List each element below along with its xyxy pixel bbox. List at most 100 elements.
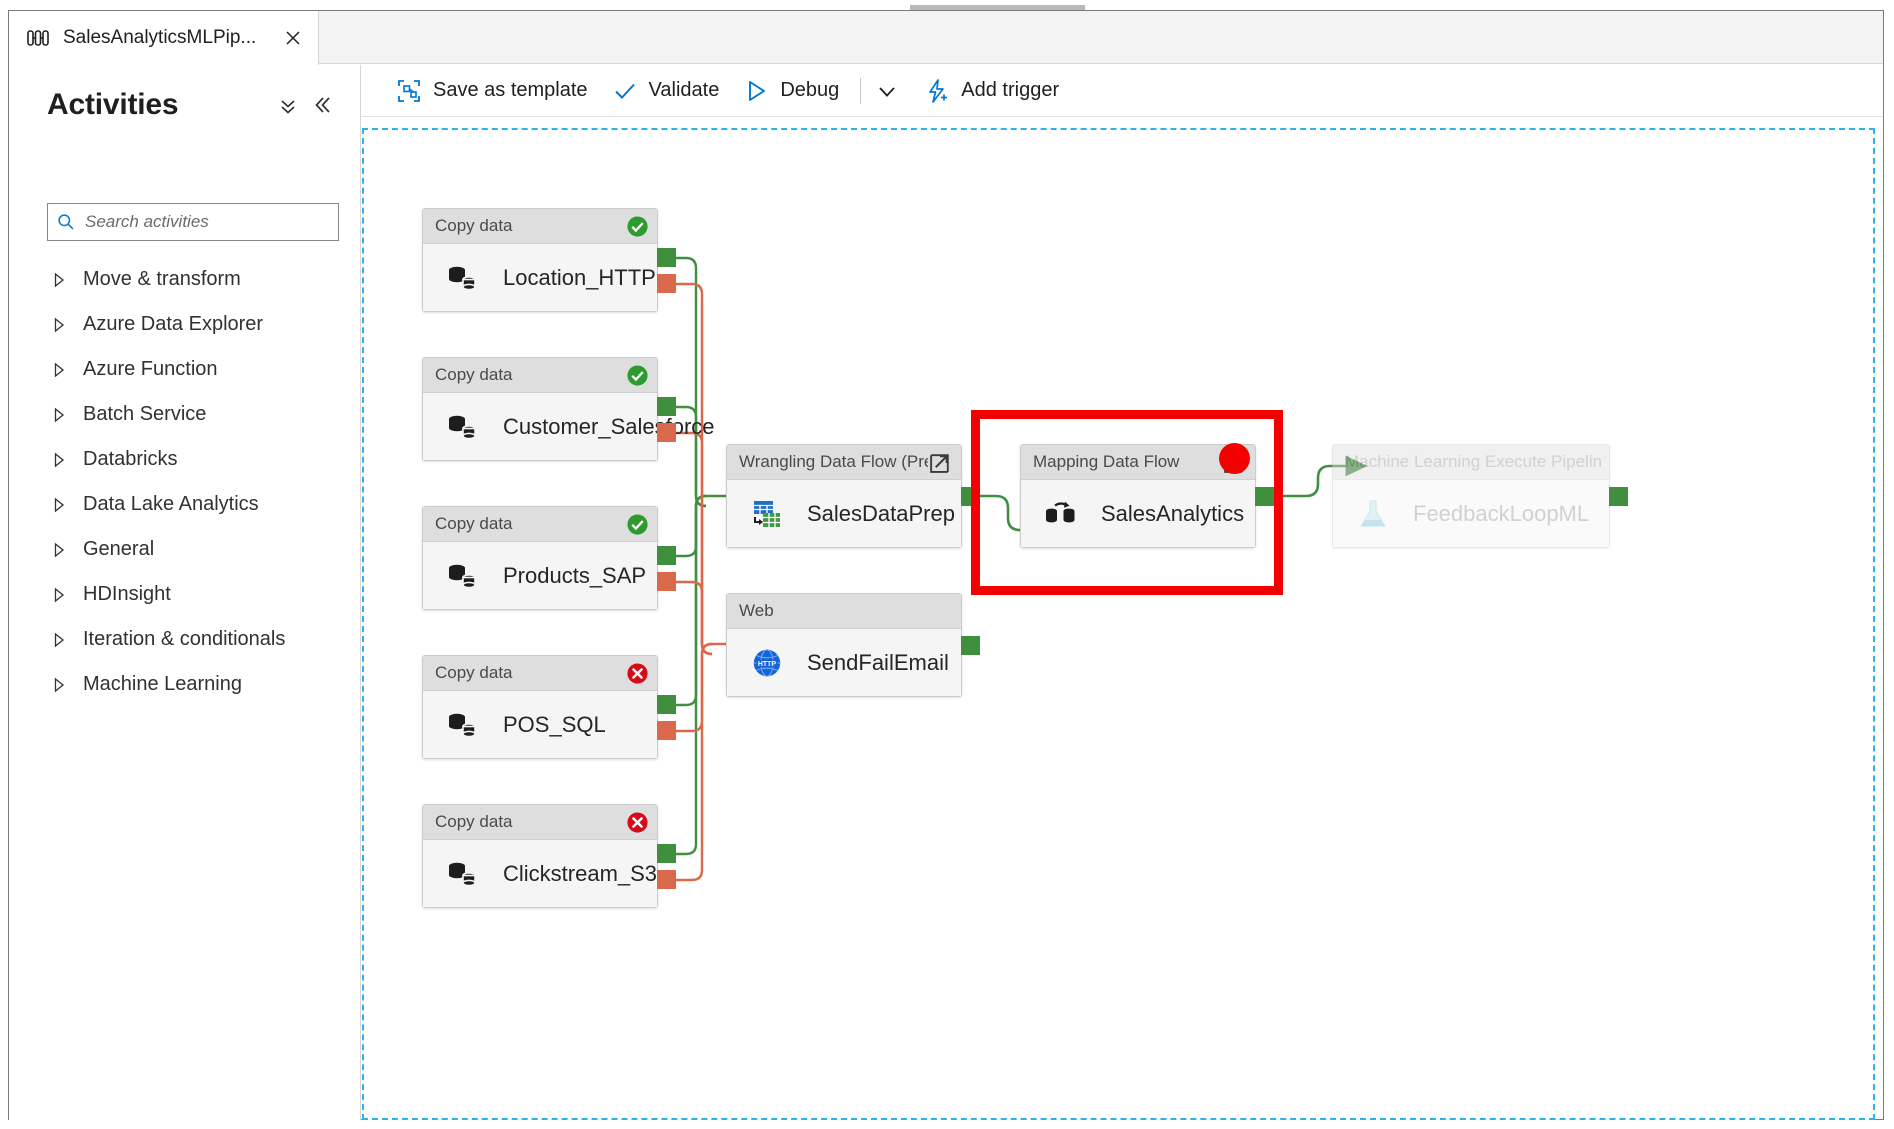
sidebar-header: Activities bbox=[9, 79, 361, 131]
copy-data-icon bbox=[445, 856, 481, 892]
save-as-template-label: Save as template bbox=[433, 79, 588, 101]
sidebar-item-iteration-conditionals[interactable]: Iteration & conditionals bbox=[9, 617, 361, 662]
search-input[interactable] bbox=[83, 211, 330, 233]
pipeline-canvas[interactable]: Copy data bbox=[362, 128, 1875, 1120]
node-type-label: Machine Learning Execute Pipeline bbox=[1345, 452, 1601, 471]
sidebar-item-hdinsight[interactable]: HDInsight bbox=[9, 572, 361, 617]
node-header: Copy data bbox=[423, 805, 657, 840]
validate-button[interactable]: Validate bbox=[600, 71, 732, 111]
sidebar-item-azure-function[interactable]: Azure Function bbox=[9, 347, 361, 392]
check-circle-icon bbox=[626, 364, 649, 387]
tab-sales-analytics-ml-pipeline[interactable]: SalesAnalyticsMLPip... bbox=[9, 11, 319, 65]
ml-flask-icon bbox=[1355, 496, 1391, 532]
activity-node-customer-salesforce[interactable]: Copy data bbox=[422, 357, 715, 461]
activity-node-products-sap[interactable]: Copy data bbox=[422, 506, 658, 610]
activity-node-feedbackloopml[interactable]: Machine Learning Execute Pipeline Feedba… bbox=[1332, 444, 1610, 548]
play-triangle-icon bbox=[743, 78, 769, 104]
copy-data-icon bbox=[445, 707, 481, 743]
tab-bar bbox=[9, 11, 1883, 64]
success-output-port[interactable] bbox=[961, 636, 980, 655]
failure-output-port[interactable] bbox=[657, 274, 676, 293]
search-activities-box[interactable] bbox=[47, 203, 339, 241]
sidebar-item-databricks[interactable]: Databricks bbox=[9, 437, 361, 482]
save-as-template-button[interactable]: Save as template bbox=[384, 71, 600, 111]
node-type-label: Copy data bbox=[435, 514, 513, 533]
success-output-port[interactable] bbox=[657, 397, 676, 416]
copy-data-icon bbox=[445, 409, 481, 445]
failure-output-port[interactable] bbox=[657, 721, 676, 740]
node-body: HTTP SendFailEmail bbox=[727, 629, 961, 696]
chevron-right-icon bbox=[51, 272, 67, 288]
activity-node-location-http[interactable]: Copy data bbox=[422, 208, 658, 312]
activity-node-pos-sql[interactable]: Copy data bbox=[422, 655, 658, 759]
sidebar-item-machine-learning[interactable]: Machine Learning bbox=[9, 662, 361, 707]
lightning-plus-icon bbox=[924, 78, 950, 104]
chevron-right-icon bbox=[51, 317, 67, 333]
sidebar-item-general[interactable]: General bbox=[9, 527, 361, 572]
sidebar-item-label: Databricks bbox=[83, 448, 178, 470]
failure-output-port[interactable] bbox=[657, 572, 676, 591]
chevron-right-icon bbox=[51, 677, 67, 693]
sidebar-item-move-transform[interactable]: Move & transform bbox=[9, 257, 361, 302]
sidebar-item-label: General bbox=[83, 538, 155, 560]
chevron-double-left-icon[interactable] bbox=[305, 88, 339, 122]
node-type-label: Wrangling Data Flow (Preview) bbox=[739, 452, 928, 471]
node-header: Wrangling Data Flow (Preview) bbox=[727, 445, 961, 480]
wrangling-data-flow-icon bbox=[749, 496, 785, 532]
success-output-port[interactable] bbox=[1609, 487, 1628, 506]
activities-category-list: Move & transform Azure Data Explorer Azu… bbox=[9, 257, 361, 707]
failure-output-port[interactable] bbox=[657, 423, 676, 442]
chevron-right-icon bbox=[51, 587, 67, 603]
add-trigger-button[interactable]: Add trigger bbox=[912, 71, 1071, 111]
save-template-icon bbox=[396, 78, 422, 104]
sidebar-item-batch-service[interactable]: Batch Service bbox=[9, 392, 361, 437]
sidebar-item-azure-data-explorer[interactable]: Azure Data Explorer bbox=[9, 302, 361, 347]
success-output-port[interactable] bbox=[657, 695, 676, 714]
close-icon[interactable] bbox=[280, 25, 306, 51]
debug-button[interactable]: Debug bbox=[731, 71, 851, 111]
chevron-double-down-icon[interactable] bbox=[271, 88, 305, 122]
success-output-port[interactable] bbox=[657, 546, 676, 565]
node-body: Clickstream_S3 bbox=[423, 840, 657, 907]
activity-node-salesdataprep[interactable]: Wrangling Data Flow (Preview) bbox=[726, 444, 962, 548]
failure-output-port[interactable] bbox=[657, 870, 676, 889]
svg-text:HTTP: HTTP bbox=[758, 661, 777, 668]
sidebar-item-label: Azure Function bbox=[83, 358, 218, 380]
activity-node-clickstream-s3[interactable]: Copy data bbox=[422, 804, 658, 908]
success-output-port[interactable] bbox=[961, 487, 980, 506]
open-new-window-icon[interactable] bbox=[928, 450, 953, 475]
activities-sidebar: Activities bbox=[9, 65, 361, 1120]
node-header: Copy data bbox=[423, 358, 657, 393]
node-name-label: POS_SQL bbox=[503, 711, 606, 737]
chevron-right-icon bbox=[51, 362, 67, 378]
node-type-label: Mapping Data Flow bbox=[1033, 452, 1180, 471]
pipeline-icon bbox=[27, 28, 51, 48]
chevron-right-icon bbox=[51, 452, 67, 468]
sidebar-item-label: HDInsight bbox=[83, 583, 171, 605]
validate-label: Validate bbox=[648, 79, 720, 101]
node-body: Customer_Salesforce bbox=[423, 393, 715, 460]
success-output-port[interactable] bbox=[657, 844, 676, 863]
mapping-data-flow-icon bbox=[1043, 496, 1079, 532]
node-body: POS_SQL bbox=[423, 691, 657, 758]
checkmark-icon bbox=[612, 78, 638, 104]
success-output-port[interactable] bbox=[1255, 487, 1274, 506]
chevron-down-icon[interactable] bbox=[870, 74, 904, 108]
pipeline-toolbar: Save as template Validate Debug bbox=[362, 65, 1883, 117]
tab-label: SalesAnalyticsMLPip... bbox=[63, 27, 257, 48]
status-indicator-dot bbox=[1219, 443, 1250, 474]
window-drag-nub bbox=[910, 5, 1085, 10]
node-name-label: SalesAnalytics bbox=[1101, 500, 1245, 526]
node-name-label: FeedbackLoopML bbox=[1413, 500, 1590, 526]
node-header: Copy data bbox=[423, 507, 657, 542]
node-type-label: Copy data bbox=[435, 216, 513, 235]
node-header: Copy data bbox=[423, 209, 657, 244]
node-header: Machine Learning Execute Pipeline bbox=[1333, 445, 1609, 480]
error-circle-icon bbox=[626, 811, 649, 834]
activity-node-sendfailemail[interactable]: Web HTTP SendFailEma bbox=[726, 593, 962, 697]
node-body: FeedbackLoopML bbox=[1333, 480, 1609, 547]
sidebar-item-label: Move & transform bbox=[83, 268, 241, 290]
sidebar-item-label: Data Lake Analytics bbox=[83, 493, 259, 515]
success-output-port[interactable] bbox=[657, 248, 676, 267]
sidebar-item-data-lake-analytics[interactable]: Data Lake Analytics bbox=[9, 482, 361, 527]
